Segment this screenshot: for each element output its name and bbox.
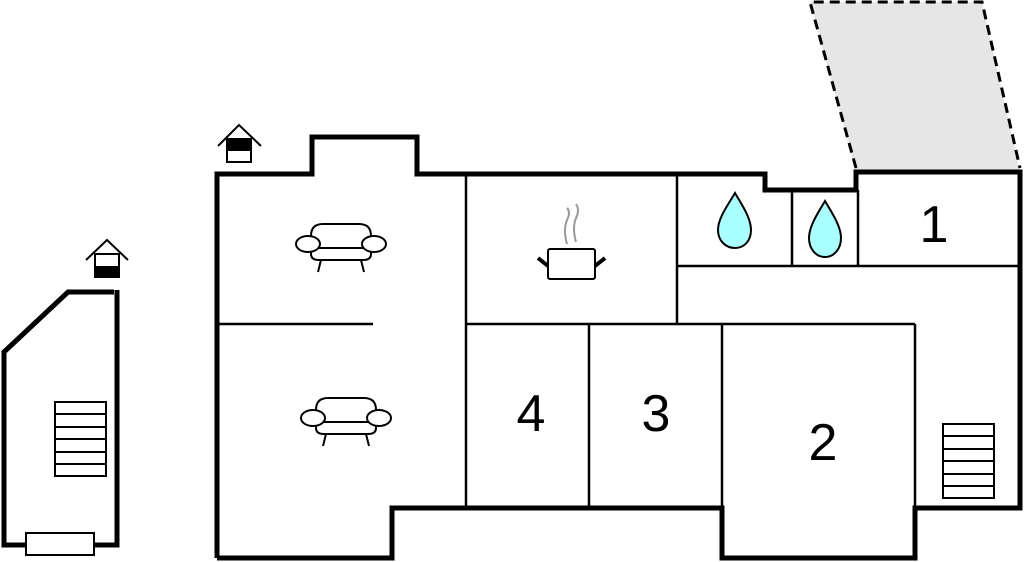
main-building-walls bbox=[214, 134, 1023, 561]
room-label-2: 2 bbox=[809, 414, 838, 472]
water-drop-icon bbox=[716, 191, 753, 250]
room-label-4: 4 bbox=[517, 385, 546, 443]
cooking-pot-icon bbox=[536, 203, 607, 280]
interior-walls bbox=[217, 174, 1020, 508]
annex-door bbox=[25, 532, 95, 556]
room-label-3: 3 bbox=[642, 385, 671, 443]
room-label-1: 1 bbox=[920, 196, 949, 254]
entrance-house-icon bbox=[85, 238, 129, 278]
water-drop-icon bbox=[807, 199, 843, 259]
entrance-house-icon bbox=[217, 123, 262, 163]
annex-building bbox=[1, 238, 129, 556]
sofa-icon bbox=[295, 223, 387, 273]
stairs-icon bbox=[942, 423, 995, 499]
sofa-icon bbox=[300, 397, 392, 447]
terrace-area bbox=[808, 0, 1022, 172]
stairs-icon bbox=[54, 401, 107, 477]
